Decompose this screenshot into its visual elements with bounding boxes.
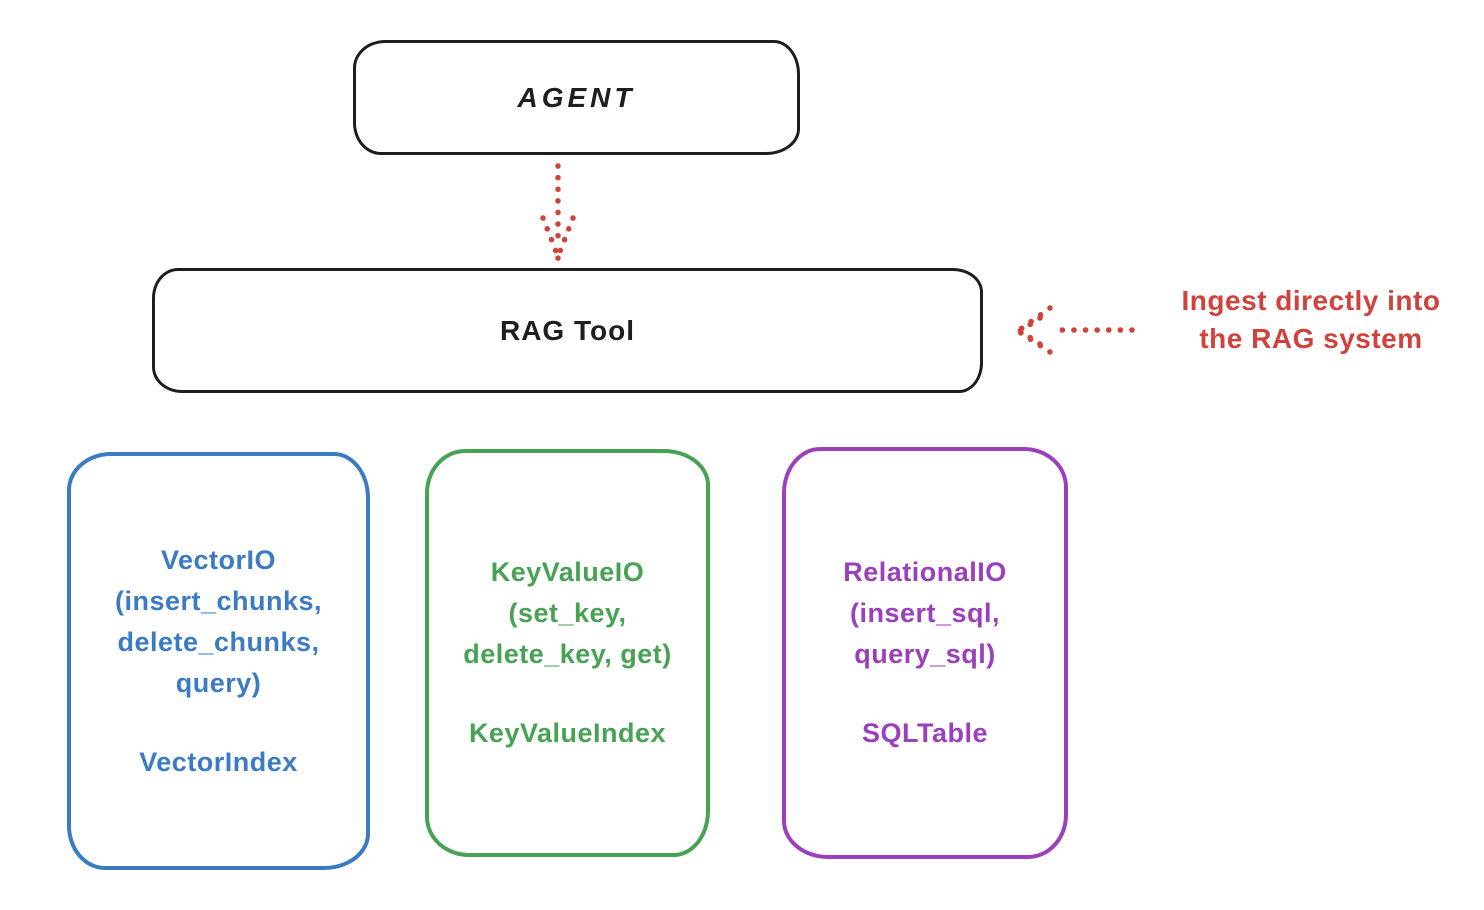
ingest-arrow (1015, 305, 1135, 355)
keyvalue-io-method-line: delete_key, get) (463, 639, 672, 669)
vector-io-method-line: query) (175, 667, 262, 698)
keyvalue-index-label: KeyValueIndex (468, 718, 667, 748)
keyvalue-io-title: KeyValueIO (490, 557, 645, 587)
relational-io-box: RelationalIO (insert_sql, query_sql) SQL… (782, 447, 1068, 859)
agent-box: AGENT (353, 40, 800, 155)
vector-io-box: VectorIO (insert_chunks, delete_chunks, … (67, 452, 370, 870)
rag-tool-label: RAG Tool (499, 314, 635, 346)
ingest-annotation-line1: Ingest directly into (1181, 285, 1441, 316)
sql-table-label: SQLTable (861, 718, 988, 748)
ingest-annotation: Ingest directly into the RAG system (1138, 282, 1484, 358)
agent-to-ragtool-arrow (540, 163, 576, 261)
vector-index-label: VectorIndex (139, 746, 298, 777)
relational-io-method-line: query_sql) (854, 639, 996, 669)
rag-tool-box: RAG Tool (152, 268, 983, 393)
vector-io-title: VectorIO (160, 544, 277, 575)
keyvalue-io-method-line: (set_key, (508, 598, 627, 628)
relational-io-method-line: (insert_sql, (849, 598, 1001, 628)
agent-label: AGENT (517, 81, 636, 113)
vector-io-method-line: (insert_chunks, (114, 585, 323, 616)
keyvalue-io-box: KeyValueIO (set_key, delete_key, get) Ke… (425, 449, 710, 857)
relational-io-title: RelationalIO (843, 557, 1007, 587)
ingest-annotation-line2: the RAG system (1199, 323, 1423, 354)
vector-io-method-line: delete_chunks, (117, 626, 320, 657)
